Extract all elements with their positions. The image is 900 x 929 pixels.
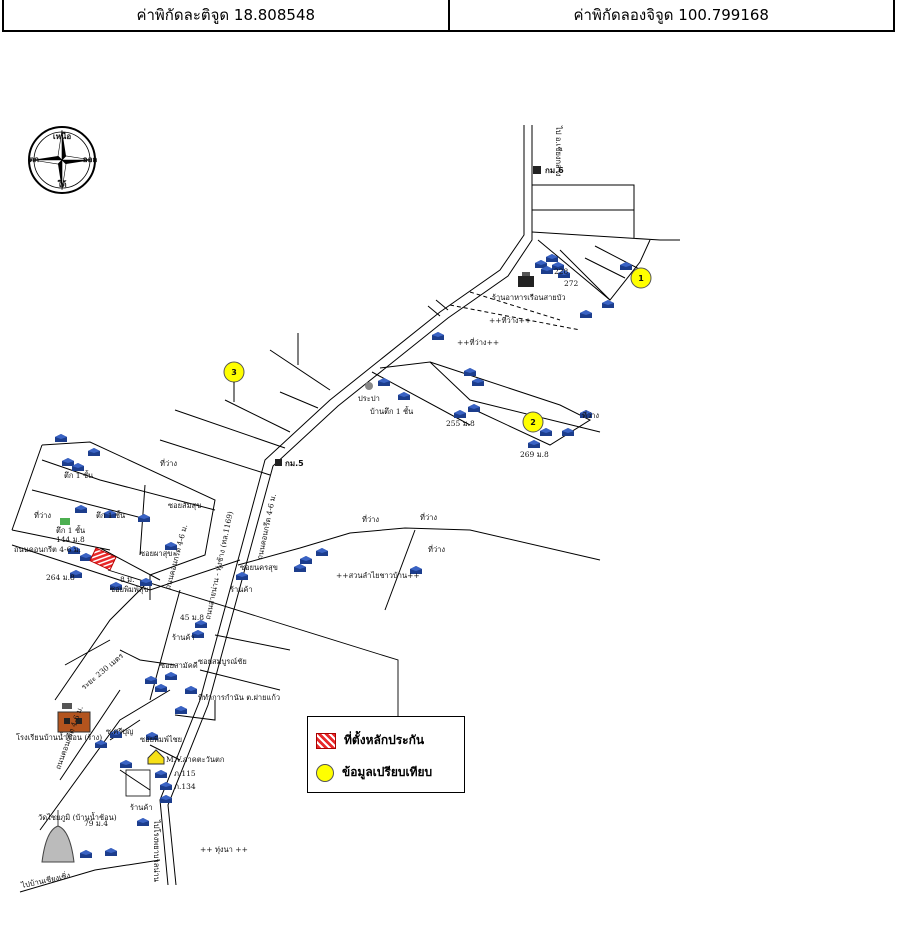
map-legend: ที่ตั้งหลักประกัน ข้อมูลเปรียบเทียบ — [307, 716, 465, 793]
km6-icon — [533, 166, 541, 174]
km5-icon — [275, 459, 282, 466]
label-empty-right: ที่ว่าง — [582, 410, 599, 420]
svg-text:3: 3 — [231, 368, 237, 377]
label-to-chiang: ไปบ้านเชียงเซิ่ง — [19, 870, 71, 890]
label-soi-samakkee: ซอยสามัคคี — [160, 661, 198, 670]
label-office: ที่ทำการกำนัน ต.ฝายแก้ว — [198, 692, 280, 702]
legend-subject-label: ที่ตั้งหลักประกัน — [344, 733, 425, 747]
label-main-road: ถนนสายน่าน - ทุ่งช้าง (ทล.1169) — [203, 510, 235, 620]
label-shop-c: ร้านค้า — [130, 803, 153, 812]
label-empty-e1: ที่ว่าง — [362, 514, 379, 524]
label-mv-shop: M.V.ภาคตะวันตก — [166, 755, 224, 764]
subject-swatch-icon — [316, 732, 336, 749]
label-45: 45 ม.8 — [180, 613, 204, 622]
legend-row-comparable: ข้อมูลเปรียบเทียบ — [316, 763, 432, 782]
green-building-icon — [60, 518, 70, 525]
label-distance: ระยะ 230 เมตร — [80, 651, 126, 691]
label-empty-e3: ที่ว่าง — [428, 544, 445, 554]
label-264: 264 ม.8 — [46, 573, 75, 582]
label-prapa: ประปา — [358, 394, 380, 403]
legend-comparable-label: ข้อมูลเปรียบเทียบ — [342, 765, 433, 779]
longitude-cell: ค่าพิกัดลองจิจูด 100.799168 — [447, 0, 894, 30]
label-empty-e2: ที่ว่าง — [420, 512, 437, 522]
school-icon — [57, 703, 91, 733]
label-soi-nakornsuk: ซอยนครสุข — [240, 563, 278, 572]
label-school: โรงเรียนบ้านน้ำช้อน (ร้าง) — [16, 732, 102, 742]
label-restaurant: ร้านอาหารเรือนสายบัว — [492, 293, 566, 302]
label-soi-chai: ซอยพิมพ์ไชย — [140, 735, 182, 744]
label-79: 79 ม.4 — [84, 819, 108, 828]
label-144: 144 ม.8 — [56, 535, 85, 544]
label-255: 255 ม.8 — [446, 419, 475, 428]
svg-text:2: 2 — [530, 418, 536, 427]
label-field-mid: ++ที่ว่าง++ — [457, 337, 499, 347]
comparable-marker-3[interactable]: 3 — [223, 361, 245, 402]
label-soi-sriboon: ซ.ศรีบุญ — [106, 727, 133, 736]
label-soi-sumboonchai: ซอยสมบูรณ์ชัย — [198, 657, 247, 666]
compass-north: เหนือ — [53, 131, 71, 141]
label-soi-sumsuk: ซอยสัมสุข — [168, 501, 201, 510]
label-field-top: ++ที่ว่าง++ — [489, 315, 531, 325]
compass-west: ตก — [29, 155, 39, 164]
label-soi-pasuk: ซอยผาสุข — [140, 549, 172, 558]
water-supply-icon — [365, 382, 373, 390]
temple-icon — [41, 810, 75, 863]
compass-rose-icon: เหนือ ใต้ ออก ตก — [28, 126, 98, 194]
bridge-icon — [427, 299, 449, 317]
label-house-1-floor: บ้านตึก 1 ชั้น — [370, 406, 413, 416]
legend-row-subject: ที่ตั้งหลักประกัน — [316, 731, 424, 750]
compass-south: ใต้ — [57, 179, 66, 189]
label-272: 272 — [564, 279, 579, 288]
label-269: 269 ม.8 — [520, 450, 549, 459]
label-8m: 8 ม. — [120, 575, 134, 584]
label-to-bottom: ไปโรงพยาบาลน่าน — [152, 819, 161, 882]
comparable-marker-1[interactable]: 1 — [630, 267, 652, 289]
road-network — [11, 125, 680, 893]
building-outline — [125, 769, 151, 797]
label-228: 228 — [554, 267, 569, 276]
label-empty-left-b: ที่ว่าง — [34, 510, 51, 520]
label-road-46-a: ถนนคอนกรีต 4-6 ม. — [14, 545, 81, 554]
label-shop-a: ร้านค้า — [230, 585, 253, 594]
latitude-cell: ค่าพิกัดละติจูด 18.808548 — [136, 6, 316, 24]
label-road-north: ไป อ.เชียงกลาง — [554, 125, 563, 177]
compass-east: ออก — [83, 155, 98, 164]
label-field-bottom: ++ ทุ่งนา ++ — [200, 845, 248, 854]
label-building-c: ตึก 1 ชั้น — [56, 525, 85, 535]
subject-property-marker[interactable] — [89, 547, 117, 571]
comparable-swatch-icon — [316, 763, 334, 782]
label-soi-pimsuk: ซอยพิมพ์สุข — [110, 585, 149, 594]
label-orchard: ++สวนลำไยชาวบ้าน++ — [336, 571, 420, 580]
label-km5: กม.5 — [285, 459, 304, 468]
label-temple: วัดไชยภูมิ (บ้านน้ำช้อน) — [38, 812, 117, 822]
label-building-a: ตึก 1 ชั้น — [64, 470, 93, 480]
label-134: ภ.134 — [174, 782, 196, 791]
coordinate-bar: ค่าพิกัดละติจูด 18.808548 ค่าพิกัดลองจิจ… — [2, 0, 895, 32]
label-115: ภ.115 — [174, 769, 196, 778]
comparable-marker-2[interactable]: 2 — [522, 411, 544, 433]
label-empty-left-a: ที่ว่าง — [160, 458, 177, 468]
label-km6: กม.6 — [545, 166, 564, 175]
svg-text:1: 1 — [638, 274, 644, 283]
label-shop-b: ร้านค้า — [172, 633, 195, 642]
restaurant-icon — [518, 272, 534, 287]
label-building-b: ตึก 1 ชั้น — [96, 510, 125, 520]
mv-shop-icon — [147, 749, 165, 765]
label-concrete-road: ถนนคอนกรีต 4-6 ม. — [255, 493, 278, 560]
